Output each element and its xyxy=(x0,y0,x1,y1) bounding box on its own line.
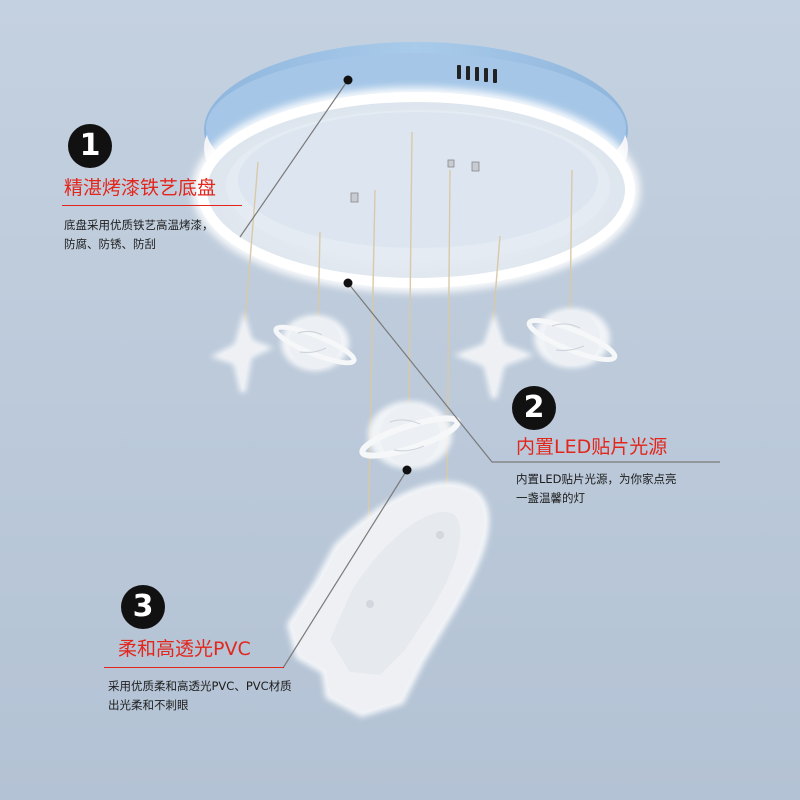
feature-1-line-2: 防腐、防锈、防刮 xyxy=(64,237,156,251)
feature-3-number-badge: 3 xyxy=(121,585,165,629)
feature-1-line-1: 底盘采用优质铁艺高温烤漆， xyxy=(64,218,214,232)
callout-dots xyxy=(343,75,412,475)
feature-1-underline xyxy=(62,205,242,206)
feature-2-title: 内置LED贴片光源 xyxy=(516,436,668,458)
star-pendant xyxy=(210,311,274,393)
feature-2-description: 内置LED贴片光源，为你家点亮 一盏温馨的灯 xyxy=(516,470,677,508)
planet-pendant xyxy=(526,308,618,368)
feature-3-line-1: 采用优质柔和高透光PVC、PVC材质 xyxy=(108,679,292,693)
feature-2-number-badge: 2 xyxy=(512,386,556,430)
feature-2-line-2: 一盏温馨的灯 xyxy=(516,491,585,505)
feature-3-title: 柔和高透光PVC xyxy=(118,638,251,660)
feature-3-description: 采用优质柔和高透光PVC、PVC材质 出光柔和不刺眼 xyxy=(108,677,292,715)
feature-3-underline xyxy=(104,667,284,668)
rocket-pendant xyxy=(286,481,490,718)
feature-2-line-1: 内置LED贴片光源，为你家点亮 xyxy=(516,472,677,486)
feature-1-title: 精湛烤漆铁艺底盘 xyxy=(64,177,217,199)
star-pendant xyxy=(453,312,535,399)
planet-pendant xyxy=(273,315,357,371)
feature-3-line-2: 出光柔和不刺眼 xyxy=(108,698,189,712)
feature-1-description: 底盘采用优质铁艺高温烤漆， 防腐、防锈、防刮 xyxy=(64,216,214,254)
planet-pendant xyxy=(359,401,461,469)
lamp-base xyxy=(192,42,640,293)
callout-lines xyxy=(239,79,720,669)
feature-1-number-badge: 1 xyxy=(68,124,112,168)
